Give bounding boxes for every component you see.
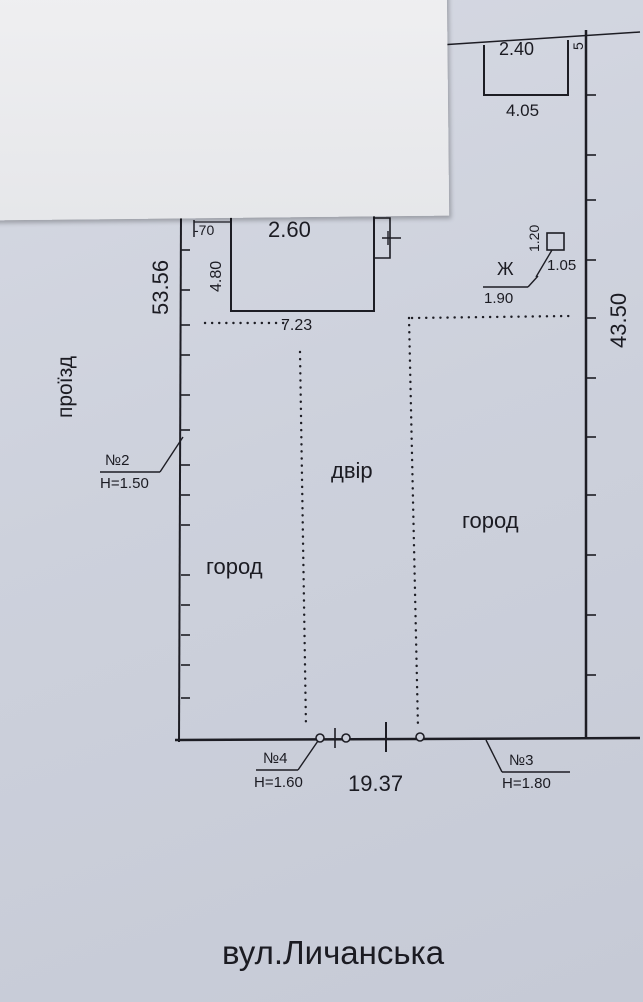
marker-3-height: H=1.80: [502, 775, 551, 792]
marker-4-height: H=1.60: [254, 774, 303, 791]
left-ticks: [181, 249, 190, 699]
well-square: [546, 232, 565, 251]
inner-width: 7.23: [281, 317, 313, 334]
house-offset: -70: [194, 222, 215, 238]
well-label: Ж: [497, 259, 514, 279]
gate-post-3: [415, 732, 425, 742]
well-width: 1.05: [547, 257, 577, 274]
marker-2-number: №2: [105, 452, 130, 469]
front-boundary-line: [174, 736, 641, 742]
gate-post-1: [315, 733, 325, 743]
passage-label: проїзд: [54, 356, 77, 418]
marker-3-leader: [485, 739, 503, 773]
shed-side: 5: [570, 42, 586, 50]
house-outline: [230, 215, 375, 312]
house-width: 2.60: [268, 217, 311, 242]
street-name: вул.Личанська: [222, 934, 445, 971]
well-height: 1.20: [526, 224, 542, 252]
left-boundary-line: [178, 214, 182, 743]
marker-4-number: №4: [263, 750, 288, 767]
shed-outline: [483, 40, 569, 96]
overlay-paper-sheet: [0, 0, 450, 221]
top-boundary-line: [439, 31, 641, 46]
garden-right-label: город: [462, 508, 519, 533]
marker-2-height: H=1.50: [100, 475, 149, 492]
dotted-divisions: [203, 314, 572, 730]
right-ticks: [586, 94, 596, 676]
shed-width-top: 2.40: [499, 39, 535, 59]
well-offset: 1.90: [484, 290, 514, 307]
well-leader: [535, 249, 553, 278]
yard-label: двір: [331, 458, 373, 483]
marker-2-leader: [159, 436, 184, 473]
left-side-dimension: 53.56: [148, 259, 173, 315]
house-depth: 4.80: [208, 260, 225, 292]
garden-left-label: город: [206, 554, 263, 579]
front-dimension: 19.37: [348, 771, 404, 796]
marker-3-number: №3: [509, 752, 534, 769]
right-side-dimension: 43.50: [606, 292, 631, 348]
shed-width-bottom: 4.05: [506, 101, 540, 120]
gate-post-2: [341, 733, 351, 743]
marker-4-leader: [297, 737, 321, 771]
